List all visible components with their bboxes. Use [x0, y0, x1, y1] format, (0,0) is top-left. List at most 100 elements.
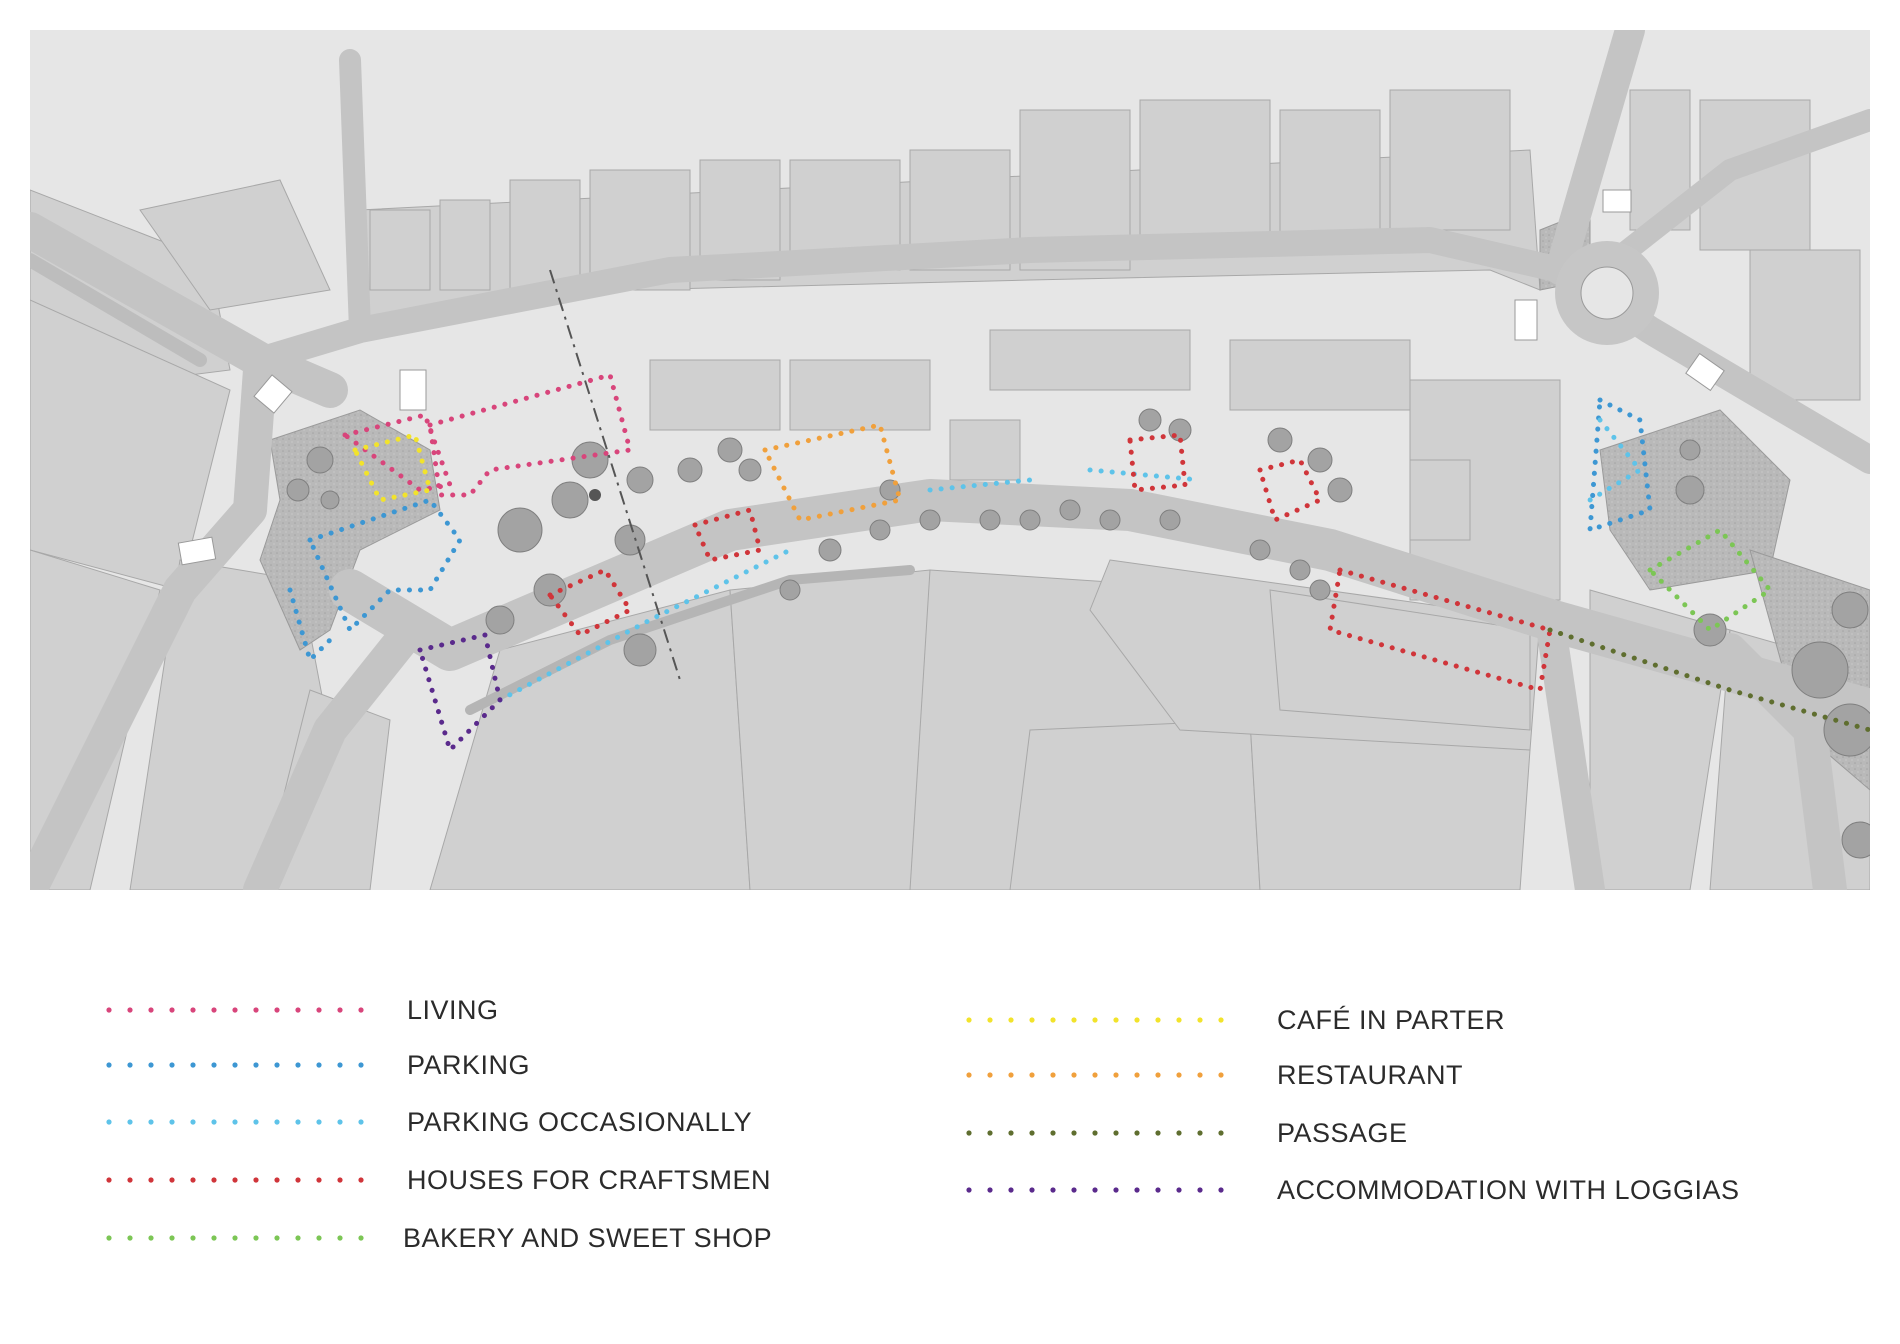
- legend-dot: [232, 1177, 238, 1183]
- legend-dot: [337, 1007, 343, 1013]
- legend-item-restaurant: RESTAURANT: [965, 1060, 1865, 1090]
- legend-dot: [337, 1235, 343, 1241]
- legend-item-living: LIVING: [105, 995, 1005, 1025]
- legend-label-accommodation: ACCOMMODATION WITH LOGGIAS: [1277, 1175, 1740, 1205]
- outline-passage: [1547, 627, 1870, 733]
- legend-dot: [253, 1177, 259, 1183]
- section-line: [549, 269, 681, 681]
- legend-dot: [1176, 1017, 1182, 1023]
- legend-dot: [1092, 1072, 1098, 1078]
- legend-label-houses-for-craftsmen: HOUSES FOR CRAFTSMEN: [407, 1165, 772, 1195]
- legend-dot: [1197, 1017, 1203, 1023]
- legend-dot: [337, 1062, 343, 1068]
- legend-dot: [295, 1062, 301, 1068]
- legend-item-accommodation: ACCOMMODATION WITH LOGGIAS: [965, 1175, 1865, 1205]
- legend-dot: [148, 1235, 154, 1241]
- legend-dot: [316, 1177, 322, 1183]
- legend-label-passage: PASSAGE: [1277, 1118, 1408, 1148]
- legend-dot: [169, 1177, 175, 1183]
- legend-dot: [106, 1177, 112, 1183]
- legend-dot: [1155, 1130, 1161, 1136]
- legend-dot: [1113, 1130, 1119, 1136]
- legend-dot: [190, 1119, 196, 1125]
- outline-parking: [306, 497, 464, 635]
- legend-label-living: LIVING: [407, 995, 499, 1025]
- legend-dot: [169, 1062, 175, 1068]
- legend-dot: [316, 1062, 322, 1068]
- outline-living: [339, 412, 454, 493]
- legend-dots-living: [106, 1007, 364, 1013]
- legend-dot: [106, 1119, 112, 1125]
- legend-dot: [127, 1177, 133, 1183]
- legend-dot: [316, 1007, 322, 1013]
- outline-craftsmen: [1327, 566, 1553, 694]
- legend-dot: [190, 1062, 196, 1068]
- legend-dot: [358, 1235, 364, 1241]
- legend-dot: [1050, 1187, 1056, 1193]
- legend-dot: [1155, 1072, 1161, 1078]
- legend-dots-accommodation: [966, 1187, 1224, 1193]
- legend-dot: [1218, 1130, 1224, 1136]
- legend-dot: [1176, 1187, 1182, 1193]
- legend-dot: [106, 1235, 112, 1241]
- legend-dot: [211, 1062, 217, 1068]
- legend-dot: [1029, 1072, 1035, 1078]
- legend-dot: [211, 1235, 217, 1241]
- legend-dot: [106, 1007, 112, 1013]
- legend-dot: [1134, 1017, 1140, 1023]
- outline-cafe: [351, 431, 434, 503]
- legend-dot: [358, 1062, 364, 1068]
- legend-dot: [295, 1007, 301, 1013]
- legend-dot: [295, 1119, 301, 1125]
- legend-dot: [1113, 1187, 1119, 1193]
- legend-dot: [1176, 1130, 1182, 1136]
- legend-dot: [987, 1017, 993, 1023]
- legend-dot: [1029, 1017, 1035, 1023]
- legend-dot: [295, 1235, 301, 1241]
- legend-dot: [1071, 1017, 1077, 1023]
- legend-dot: [148, 1062, 154, 1068]
- legend-dot: [1050, 1130, 1056, 1136]
- legend-dots-parking-occasionally: [106, 1119, 364, 1125]
- legend-dot: [1197, 1130, 1203, 1136]
- legend-dots-bakery: [106, 1235, 364, 1241]
- legend-label-cafe: CAFÉ IN PARTER: [1277, 1005, 1506, 1035]
- outline-craftsmen: [1127, 432, 1188, 493]
- legend-dot: [1197, 1072, 1203, 1078]
- legend-dot: [169, 1119, 175, 1125]
- legend-dot: [253, 1062, 259, 1068]
- legend-dot: [316, 1119, 322, 1125]
- roundabout: [1555, 241, 1659, 345]
- legend-label-bakery: BAKERY AND SWEET SHOP: [403, 1223, 773, 1253]
- legend-item-houses-for-craftsmen: HOUSES FOR CRAFTSMEN: [105, 1165, 1005, 1195]
- legend-dot: [1134, 1187, 1140, 1193]
- legend-dot: [295, 1177, 301, 1183]
- legend-dot: [1134, 1072, 1140, 1078]
- legend-dot: [358, 1007, 364, 1013]
- legend-dots-houses-for-craftsmen: [106, 1177, 364, 1183]
- legend-dot: [232, 1062, 238, 1068]
- legend-item-parking-occasionally: PARKING OCCASIONALLY: [105, 1107, 1005, 1137]
- outline-living: [427, 371, 634, 498]
- legend-dot: [274, 1235, 280, 1241]
- outline-parking: [287, 587, 333, 665]
- legend-label-parking-occasionally: PARKING OCCASIONALLY: [407, 1107, 753, 1137]
- legend-dot: [148, 1007, 154, 1013]
- legend-dot: [127, 1007, 133, 1013]
- map-legend: LIVING PARKING PARKING OCCASIONALLY HOUS…: [0, 960, 1900, 1280]
- legend-dot: [106, 1062, 112, 1068]
- legend-dot: [190, 1177, 196, 1183]
- legend-dot: [253, 1235, 259, 1241]
- legend-dot: [211, 1007, 217, 1013]
- legend-dots-cafe: [966, 1017, 1224, 1023]
- legend-dot: [1008, 1130, 1014, 1136]
- legend-dot: [211, 1119, 217, 1125]
- legend-dot: [253, 1007, 259, 1013]
- legend-dot: [1071, 1130, 1077, 1136]
- legend-dot: [1134, 1130, 1140, 1136]
- legend-dot: [127, 1119, 133, 1125]
- legend-dot: [190, 1235, 196, 1241]
- legend-dot: [1176, 1072, 1182, 1078]
- legend-item-passage: PASSAGE: [965, 1118, 1865, 1148]
- legend-dots-parking: [106, 1062, 364, 1068]
